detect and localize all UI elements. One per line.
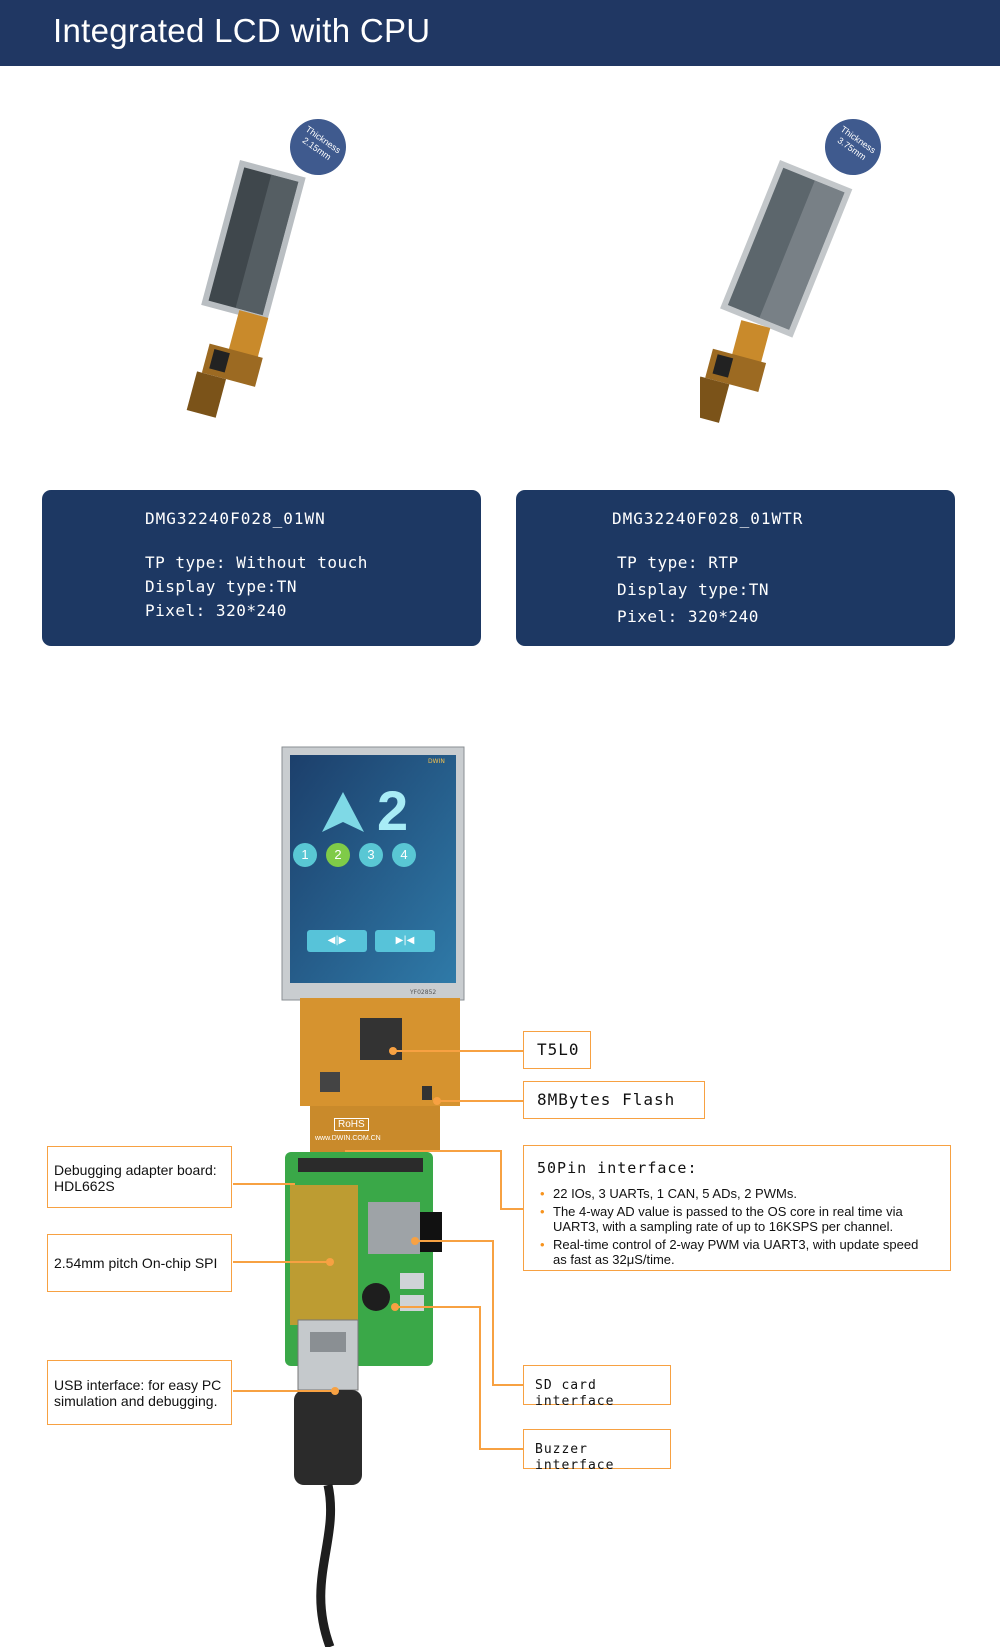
leader-line (500, 1208, 524, 1210)
callout-sd-card: SD card interface (523, 1365, 671, 1409)
screen-big-number: 2 (377, 779, 409, 842)
screen-button-3[interactable]: 3 (359, 843, 383, 867)
leader-line (415, 1240, 493, 1242)
display-type: Display type:TN (617, 580, 769, 599)
tp-type: TP type: Without touch (145, 553, 368, 572)
leader-line (233, 1261, 330, 1263)
leader-dot (389, 1047, 397, 1055)
screen-logo: DWIN (428, 758, 445, 765)
model-name: DMG32240F028_01WN (145, 509, 326, 528)
leader-line (500, 1150, 502, 1209)
spec-card-01wn: DMG32240F028_01WN TP type: Without touch… (42, 490, 481, 646)
page-title: Integrated LCD with CPU (53, 12, 431, 49)
leader-line (393, 1050, 524, 1052)
leader-line (492, 1384, 524, 1386)
leader-line (437, 1100, 524, 1102)
callout-50pin: 50Pin interface: 22 IOs, 3 UARTs, 1 CAN,… (523, 1145, 951, 1271)
pcb-code: YF02852 (410, 989, 437, 996)
rohs-mark: RoHS (334, 1118, 369, 1131)
list-item: 22 IOs, 3 UARTs, 1 CAN, 5 ADs, 2 PWMs. (538, 1186, 928, 1201)
50pin-feature-list: 22 IOs, 3 UARTs, 1 CAN, 5 ADs, 2 PWMs. T… (538, 1186, 928, 1270)
leader-line (395, 1306, 480, 1308)
tp-type: TP type: RTP (617, 553, 739, 572)
pixel-resolution: Pixel: 320*240 (617, 607, 759, 626)
screen-button-2[interactable]: 2 (326, 843, 350, 867)
leader-dot (391, 1303, 399, 1311)
callout-usb: USB interface: for easy PC simulation an… (47, 1360, 232, 1425)
spec-card-01wtr: DMG32240F028_01WTR TP type: RTP Display … (516, 490, 955, 646)
leader-line (233, 1390, 335, 1392)
callout-t5l0: T5L0 (523, 1031, 591, 1069)
callout-spi: 2.54mm pitch On-chip SPI (47, 1234, 232, 1292)
screen-next-button[interactable]: ▶|◀ (395, 935, 415, 946)
pixel-resolution: Pixel: 320*240 (145, 601, 287, 620)
product-image-01wtr (689, 110, 960, 470)
page-header: Integrated LCD with CPU (0, 0, 1000, 66)
callout-buzzer: Buzzer interface (523, 1429, 671, 1473)
callout-debug-board: Debugging adapter board: HDL662S (47, 1146, 232, 1208)
callout-flash: 8MBytes Flash (523, 1081, 705, 1119)
leader-line (479, 1448, 524, 1450)
leader-dot (433, 1097, 441, 1105)
leader-line (479, 1306, 481, 1449)
leader-line (492, 1240, 494, 1385)
screen-button-4[interactable]: 4 (392, 843, 416, 867)
list-item: The 4-way AD value is passed to the OS c… (538, 1204, 928, 1234)
leader-line (233, 1183, 295, 1185)
board-url: www.DWIN.COM.CN (315, 1135, 381, 1142)
display-type: Display type:TN (145, 577, 297, 596)
screen-button-1[interactable]: 1 (293, 843, 317, 867)
hardware-illustration: 2 DWIN 1 2 3 4 ◀|▶ ▶|◀ YF02852 RoHS www.… (250, 740, 490, 1647)
screen-prev-button[interactable]: ◀|▶ (327, 935, 347, 946)
leader-dot (326, 1258, 334, 1266)
leader-dot (411, 1237, 419, 1245)
model-name: DMG32240F028_01WTR (612, 509, 804, 528)
product-image-01wn (180, 110, 440, 470)
leader-line (345, 1150, 501, 1152)
list-item: Real-time control of 2-way PWM via UART3… (538, 1237, 928, 1267)
leader-dot (331, 1387, 339, 1395)
